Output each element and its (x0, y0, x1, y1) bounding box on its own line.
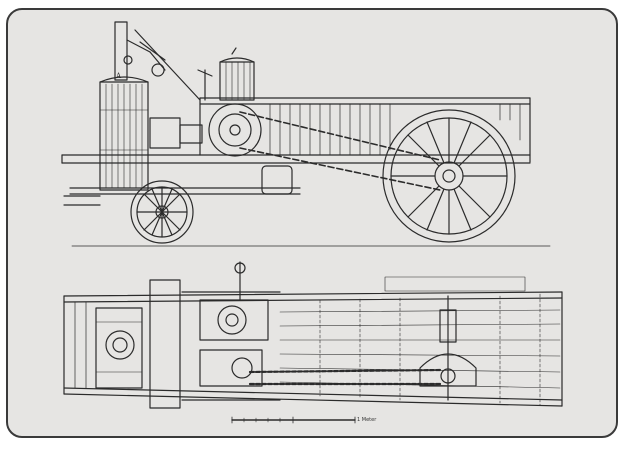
cargo-bed (199, 97, 531, 163)
plan-engine (149, 261, 281, 409)
chassis-frame (61, 154, 531, 206)
boiler: A (99, 72, 149, 191)
plan-rear-axle (419, 295, 477, 401)
scale-label: 1 Meter (357, 417, 377, 423)
engine-flywheel (149, 103, 262, 157)
plan-view (63, 261, 563, 409)
rear-wheel (382, 109, 516, 243)
front-wheel (130, 180, 194, 244)
driver-seat (197, 47, 255, 101)
steam-pipes (114, 21, 201, 101)
chassis-mark-label: A (115, 72, 122, 80)
plan-frame-rails (63, 291, 563, 407)
plan-drive-chain (248, 368, 442, 374)
drive-chain (239, 111, 441, 161)
scale-bar (231, 416, 356, 424)
side-elevation-view: A (61, 21, 551, 247)
plan-boiler (95, 307, 143, 389)
water-tank (261, 165, 293, 195)
